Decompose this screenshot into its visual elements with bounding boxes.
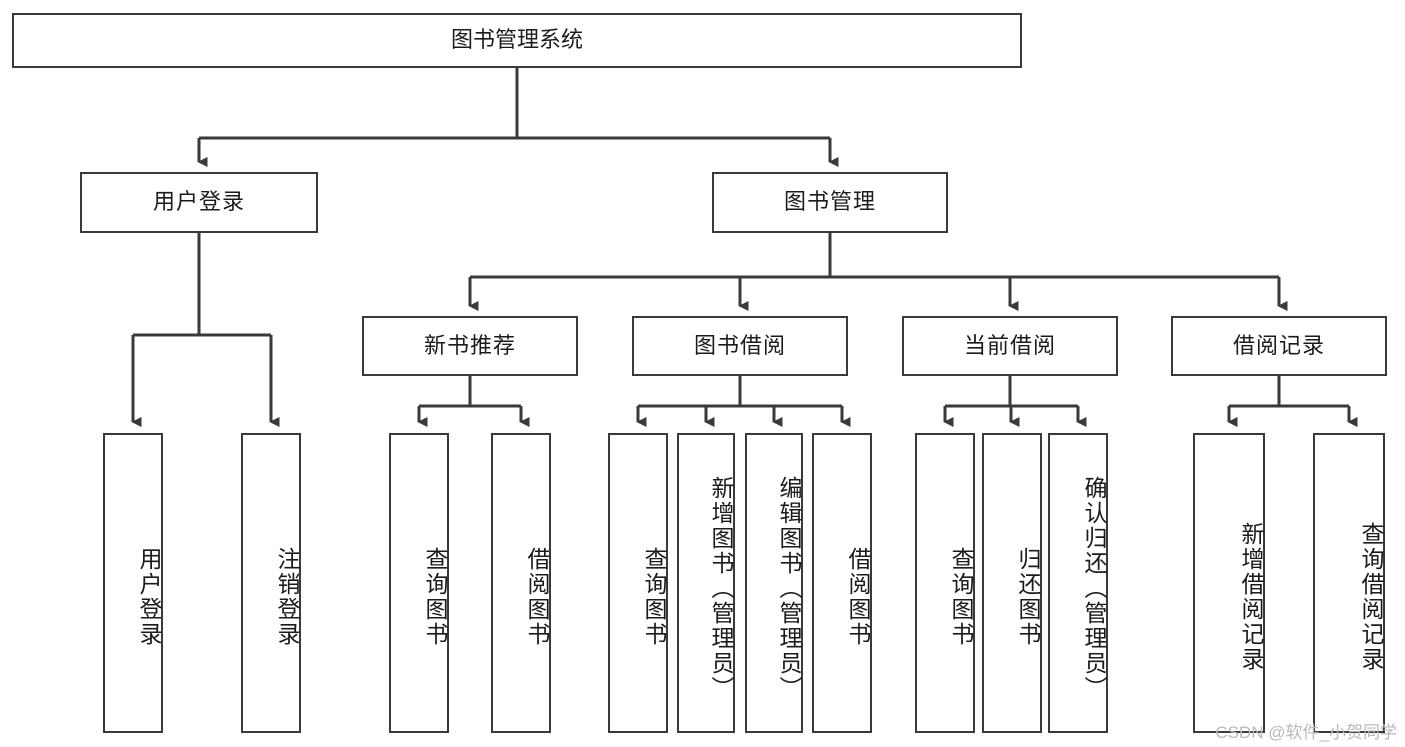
node-leaf-return-book[interactable]: 归还图书	[982, 433, 1042, 733]
node-leaf-confirm-return[interactable]: 确认归还（管理员）	[1048, 433, 1108, 733]
node-leaf-user-login-label: 用户登录	[136, 547, 162, 647]
node-leaf-borrow-book-1[interactable]: 借阅图书	[491, 433, 551, 733]
node-leaf-query-book-3-label: 查询图书	[948, 547, 974, 647]
node-user-login-label: 用户登录	[152, 189, 245, 215]
node-leaf-user-logout-label: 注销登录	[274, 547, 300, 647]
node-user-login[interactable]: 用户登录	[80, 172, 318, 233]
node-leaf-user-logout[interactable]: 注销登录	[241, 433, 301, 733]
node-leaf-edit-book-label: 编辑图书（管理员）	[776, 475, 802, 701]
node-leaf-add-book-label: 新增图书（管理员）	[708, 475, 734, 701]
node-book-borrow[interactable]: 图书借阅	[632, 316, 848, 376]
node-leaf-add-book[interactable]: 新增图书（管理员）	[677, 433, 735, 733]
node-book-manage-label: 图书管理	[783, 189, 876, 215]
node-leaf-borrow-book-2-label: 借阅图书	[845, 547, 871, 647]
node-leaf-borrow-book-2[interactable]: 借阅图书	[812, 433, 872, 733]
node-root[interactable]: 图书管理系统	[12, 13, 1022, 68]
node-leaf-query-record[interactable]: 查询借阅记录	[1313, 433, 1385, 733]
node-leaf-query-book-3[interactable]: 查询图书	[915, 433, 975, 733]
watermark: CSDN @软件_小贺同学	[1215, 723, 1397, 742]
node-leaf-query-book-1-label: 查询图书	[422, 547, 448, 647]
node-current-borrow[interactable]: 当前借阅	[902, 316, 1118, 376]
node-borrow-record[interactable]: 借阅记录	[1171, 316, 1387, 376]
node-leaf-edit-book[interactable]: 编辑图书（管理员）	[745, 433, 803, 733]
node-leaf-confirm-return-label: 确认归还（管理员）	[1081, 475, 1107, 701]
node-leaf-borrow-book-1-label: 借阅图书	[524, 547, 550, 647]
node-leaf-query-book-2-label: 查询图书	[641, 547, 667, 647]
node-leaf-add-record[interactable]: 新增借阅记录	[1193, 433, 1265, 733]
node-root-label: 图书管理系统	[450, 27, 583, 53]
node-new-book-rec-label: 新书推荐	[423, 332, 516, 358]
node-leaf-return-book-label: 归还图书	[1015, 547, 1041, 647]
node-current-borrow-label: 当前借阅	[963, 332, 1056, 358]
node-leaf-add-record-label: 新增借阅记录	[1238, 522, 1264, 672]
node-leaf-query-book-1[interactable]: 查询图书	[389, 433, 449, 733]
node-borrow-record-label: 借阅记录	[1232, 332, 1325, 358]
node-leaf-query-book-2[interactable]: 查询图书	[608, 433, 668, 733]
node-book-manage[interactable]: 图书管理	[712, 172, 948, 233]
node-book-borrow-label: 图书借阅	[693, 332, 786, 358]
node-leaf-user-login[interactable]: 用户登录	[103, 433, 163, 733]
node-new-book-rec[interactable]: 新书推荐	[362, 316, 578, 376]
node-leaf-query-record-label: 查询借阅记录	[1358, 522, 1384, 672]
